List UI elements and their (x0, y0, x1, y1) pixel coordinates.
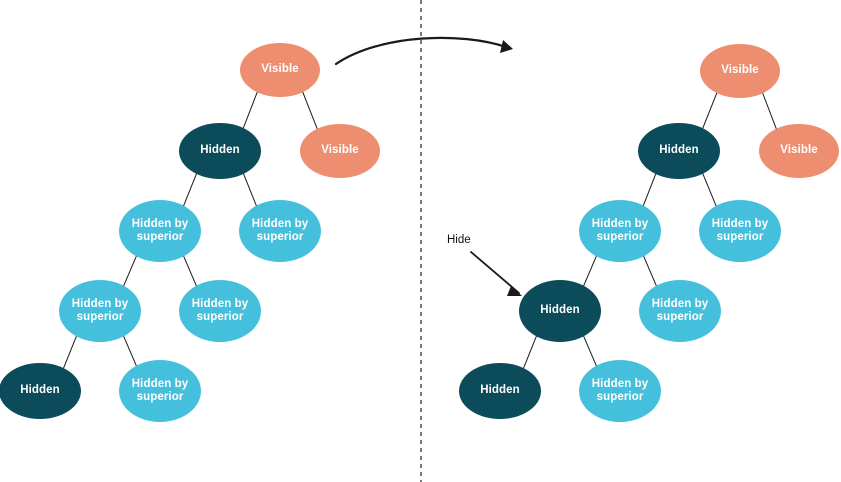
tree-node-visible[interactable]: Visible (240, 43, 320, 97)
tree-node-hidden-by-superior[interactable]: Hidden by superior (119, 200, 201, 262)
tree-node-hidden[interactable]: Hidden (638, 123, 720, 179)
tree-edge (642, 253, 658, 289)
tree-node-hidden-by-superior[interactable]: Hidden by superior (59, 280, 141, 342)
tree-node-hidden-by-superior[interactable]: Hidden by superior (119, 360, 201, 422)
tree-node-label: Visible (261, 63, 299, 76)
tree-edge (241, 89, 259, 131)
tree-node-hidden-by-superior[interactable]: Hidden by superior (639, 280, 721, 342)
tree-node-label: Hidden (200, 144, 240, 157)
tree-edge (701, 90, 719, 131)
tree-edge (522, 333, 538, 371)
tree-node-label: Visible (721, 64, 759, 77)
tree-node-hidden[interactable]: Hidden (0, 363, 81, 419)
tree-node-label: Hidden by superior (131, 217, 189, 244)
tree-node-hidden-by-superior[interactable]: Hidden by superior (579, 200, 661, 262)
transition-arrow-shaft (334, 36, 508, 66)
tree-node-hidden[interactable]: Hidden (459, 363, 541, 419)
tree-node-label: Hidden by superior (651, 297, 709, 324)
tree-node-visible[interactable]: Visible (700, 44, 780, 98)
tree-edge (62, 333, 78, 371)
tree-node-label: Hidden by superior (131, 377, 189, 404)
tree-edge (242, 171, 258, 209)
tree-edge (582, 253, 598, 289)
tree-node-visible[interactable]: Visible (300, 124, 380, 178)
tree-node-label: Hidden (20, 384, 60, 397)
tree-node-label: Hidden (659, 144, 699, 157)
tree-node-label: Hidden by superior (591, 217, 649, 244)
tree-edge (182, 253, 198, 289)
tree-node-label: Visible (780, 144, 818, 157)
tree-node-label: Hidden by superior (71, 297, 129, 324)
tree-node-hidden-by-superior[interactable]: Hidden by superior (579, 360, 661, 422)
hide-action-label: Hide (447, 234, 471, 246)
tree-node-hidden-by-superior[interactable]: Hidden by superior (179, 280, 261, 342)
tree-node-hidden[interactable]: Hidden (179, 123, 261, 179)
hide-arrow-head (507, 286, 522, 296)
tree-edge (122, 253, 138, 289)
tree-node-visible[interactable]: Visible (759, 124, 839, 178)
tree-node-label: Hidden (540, 304, 580, 317)
tree-edge (182, 171, 198, 209)
tree-node-label: Hidden by superior (711, 217, 769, 244)
tree-node-label: Visible (321, 144, 359, 157)
transition-arrow-head (500, 40, 513, 53)
tree-edge (641, 171, 658, 209)
tree-edge (122, 333, 138, 369)
tree-node-label: Hidden by superior (591, 377, 649, 404)
tree-edge (301, 89, 319, 132)
tree-node-hidden-by-superior[interactable]: Hidden by superior (699, 200, 781, 262)
tree-node-hidden[interactable]: Hidden (519, 280, 601, 342)
tree-edge (582, 333, 598, 369)
hide-arrow-shaft (470, 251, 520, 294)
tree-node-label: Hidden by superior (251, 217, 309, 244)
tree-node-hidden-by-superior[interactable]: Hidden by superior (239, 200, 321, 262)
tree-node-label: Hidden (480, 384, 520, 397)
tree-edge (701, 171, 718, 209)
tree-node-label: Hidden by superior (191, 297, 249, 324)
tree-edge (761, 90, 778, 132)
